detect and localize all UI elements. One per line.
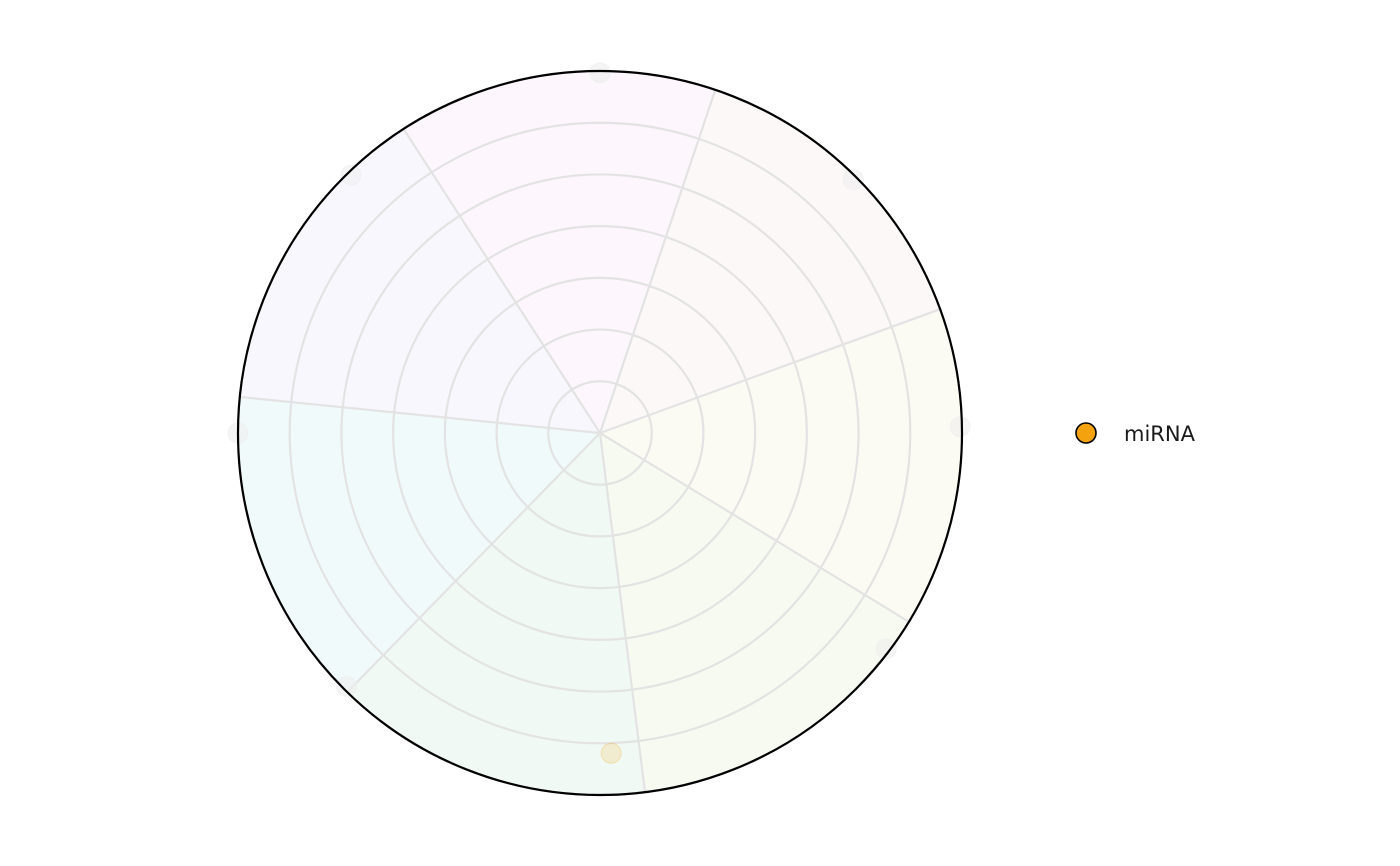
legend-label-mirna: miRNA [1124, 422, 1196, 446]
grid-spoke [598, 432, 647, 793]
legend-marker-mirna [1075, 422, 1097, 444]
sector-wedge [600, 89, 941, 433]
data-points [227, 62, 971, 764]
grid-ring [443, 276, 757, 590]
sector-wedge [347, 433, 646, 795]
data-point [340, 164, 362, 186]
grid-spoke [239, 395, 601, 435]
data-point [589, 62, 611, 84]
grid-spoke [598, 89, 717, 434]
sector-wedge [238, 396, 601, 693]
data-point [842, 169, 864, 191]
data-point [336, 675, 358, 697]
sector-wedge [600, 309, 962, 622]
grid-ring [495, 328, 705, 538]
legend: miRNA [1075, 422, 1196, 446]
grid-ring [288, 121, 912, 745]
grid-ring [392, 225, 808, 641]
data-point [875, 638, 897, 660]
sector-wedge [600, 433, 909, 793]
sector-wedge [403, 71, 716, 434]
data-point-mirna [600, 742, 622, 764]
grid-spoke [346, 432, 601, 693]
sector-backgrounds [238, 71, 962, 795]
sector-wedge [239, 128, 600, 433]
grid-ring [547, 380, 653, 486]
grid-spoke [599, 432, 910, 623]
grid-spoke [402, 128, 601, 434]
plot-border [236, 69, 964, 797]
grid-spoke [599, 308, 941, 435]
data-point [949, 416, 971, 438]
grid-ring [340, 173, 860, 693]
